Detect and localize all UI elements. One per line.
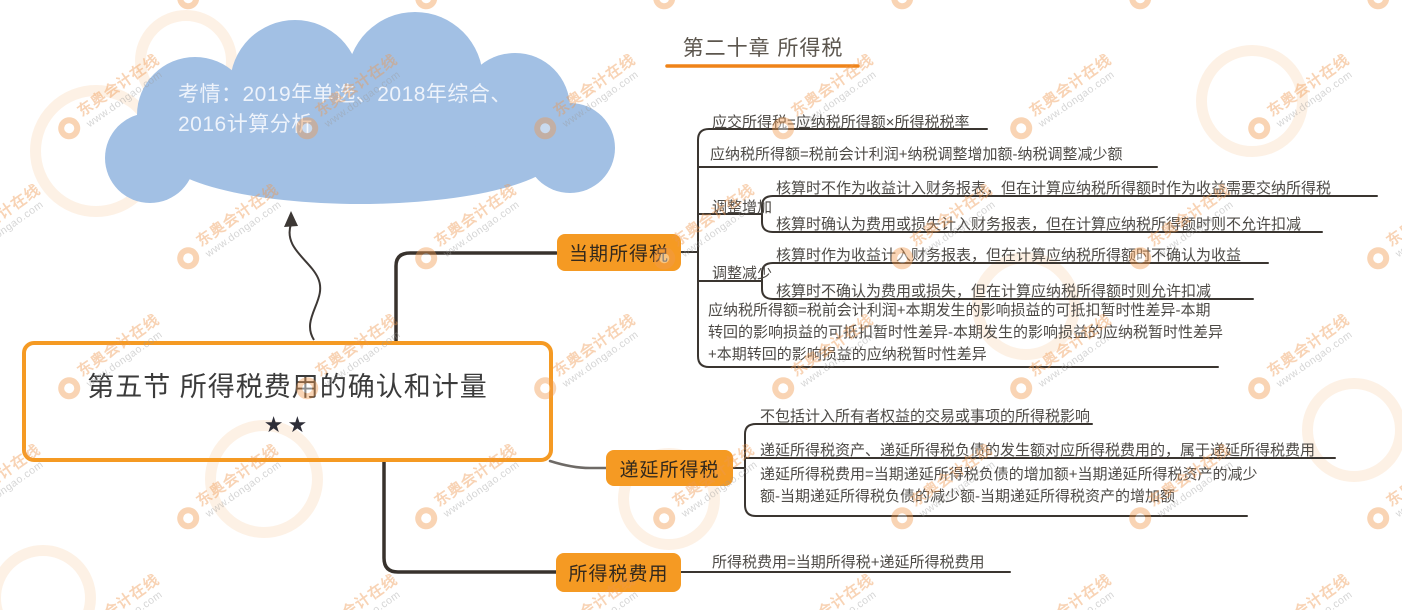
- leaf-taxable-income-formula[interactable]: 应纳税所得额=税前会计利润+纳税调整增加额-纳税调整减少额: [710, 146, 1123, 163]
- leaf-adjust-increase-1[interactable]: 核算时不作为收益计入财务报表，但在计算应纳税所得额时作为收益需要交纳所得税: [776, 180, 1332, 197]
- leaf-adjust-increase-2[interactable]: 核算时确认为费用或损失计入财务报表，但在计算应纳税所得额时则不允许扣减: [776, 216, 1302, 233]
- cloud-exam-note-line2: 2016计算分析: [178, 113, 313, 136]
- chapter-title: 第二十章 所得税: [682, 37, 844, 60]
- leaf-adjust-decrease-1[interactable]: 核算时作为收益计入财务报表，但在计算应纳税所得额时不确认为收益: [776, 247, 1242, 264]
- leaf-payable-tax-formula[interactable]: 应交所得税=应纳税所得额×所得税税率: [712, 114, 970, 131]
- bracket-deferred-tax: [744, 423, 1248, 517]
- cloud-exam-note-line1: 考情：2019年单选、2018年综合、: [178, 83, 512, 106]
- leaf-deferred-expense-formula[interactable]: 递延所得税费用=当期递延所得税负债的增加额+当期递延所得税资产的减少额-当期递延…: [760, 466, 1258, 505]
- central-topic-title: 第五节 所得税费用的确认和计量: [87, 372, 488, 402]
- branch-node-current-tax[interactable]: 当期所得税: [557, 234, 681, 271]
- cloud-shape: [105, 12, 615, 204]
- branch-node-tax-expense[interactable]: 所得税费用: [556, 553, 681, 592]
- arrowhead-icon: [284, 211, 298, 227]
- bracket-adjust-increase: [761, 195, 1378, 233]
- branch-node-deferred-tax[interactable]: 递延所得税: [606, 450, 733, 486]
- spine-branch-tax-expense: [382, 460, 558, 574]
- cloud-exam-note[interactable]: 考情：2019年单选、2018年综合、 2016计算分析: [178, 80, 528, 140]
- leaf-adjust-decrease-2[interactable]: 核算时不确认为费用或损失，但在计算应纳税所得额时则允许扣减: [776, 283, 1212, 300]
- bracket-adjust-decrease: [761, 262, 1269, 300]
- leaf-tax-expense-formula[interactable]: 所得税费用=当期所得税+递延所得税费用: [712, 554, 985, 571]
- faint-logo-ring-icon: [1196, 45, 1308, 157]
- faint-logo-ring-icon: [1302, 378, 1402, 482]
- central-topic-stars: ★★: [263, 412, 312, 437]
- central-topic-box[interactable]: 第五节 所得税费用的确认和计量 ★★: [22, 341, 553, 462]
- spine-branch-current-tax: [394, 251, 558, 343]
- cloud-connector-squiggle: [288, 223, 322, 341]
- leaf-deferred-definition[interactable]: 递延所得税资产、递延所得税负债的发生额对应所得税费用的，属于递延所得税费用: [760, 442, 1316, 459]
- spine-branch-deferred-tax: [548, 459, 608, 470]
- faint-logo-ring-icon: [205, 420, 323, 538]
- subnode-adjust-decrease[interactable]: 调整减少: [712, 265, 773, 282]
- leaf-deferred-scope[interactable]: 不包括计入所有者权益的交易或事项的所得税影响: [760, 408, 1091, 425]
- leaf-taxable-income-long-formula[interactable]: 应纳税所得额=税前会计利润+本期发生的影响损益的可抵扣暂时性差异-本期转回的影响…: [708, 302, 1223, 363]
- bracket-current-tax: [697, 128, 1219, 368]
- faint-logo-ring-icon: [972, 252, 1080, 360]
- faint-logo-ring-icon: [0, 545, 96, 610]
- subnode-adjust-increase[interactable]: 调整增加: [712, 199, 773, 216]
